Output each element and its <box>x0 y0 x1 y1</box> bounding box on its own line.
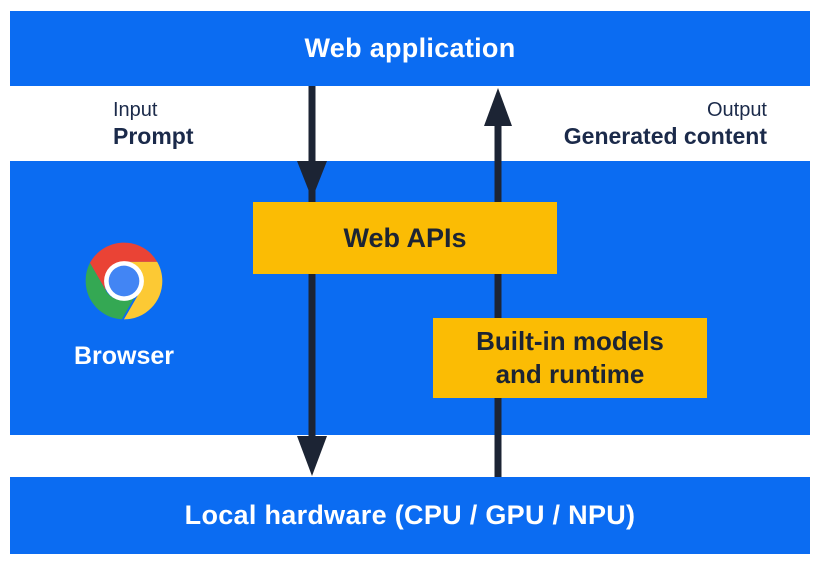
down-arrowhead-bottom <box>297 436 327 476</box>
browser-label: Browser <box>73 342 175 370</box>
builtin-models-label-line1: Built-in models <box>476 326 664 356</box>
input-flow-labels: Input Prompt <box>113 99 194 149</box>
builtin-models-box: Built-in models and runtime <box>433 318 707 398</box>
input-title: Input <box>113 99 158 121</box>
web-application-bar: Web application <box>10 11 810 86</box>
input-value: Prompt <box>113 123 194 149</box>
web-apis-box: Web APIs <box>253 202 557 274</box>
local-hardware-bar: Local hardware (CPU / GPU / NPU) <box>10 477 810 554</box>
output-value: Generated content <box>563 123 767 149</box>
builtin-models-label-line2: and runtime <box>495 359 645 389</box>
output-title: Output <box>706 99 767 121</box>
web-apis-label: Web APIs <box>343 222 467 253</box>
local-hardware-label: Local hardware (CPU / GPU / NPU) <box>184 500 636 530</box>
up-arrowhead <box>484 88 512 126</box>
web-application-label: Web application <box>304 33 516 63</box>
chrome-logo-icon <box>85 242 163 320</box>
output-flow-labels: Output Generated content <box>564 99 767 149</box>
